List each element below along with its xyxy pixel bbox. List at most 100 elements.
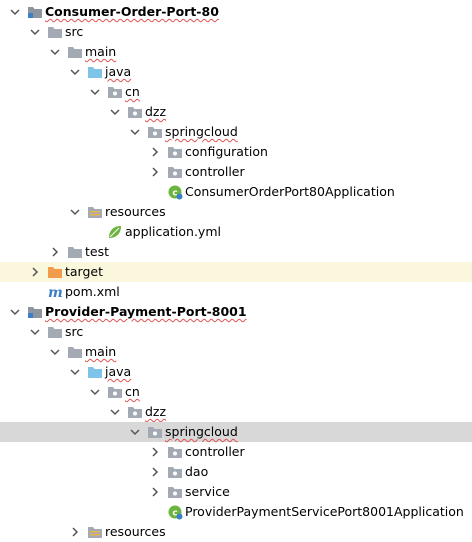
- tree-node-test[interactable]: test: [0, 242, 472, 262]
- tree-node-cn[interactable]: cn: [0, 82, 472, 102]
- chevron-down-icon[interactable]: [109, 406, 121, 418]
- folder-label: java: [105, 64, 132, 79]
- folder-icon: [68, 347, 82, 358]
- chevron-down-icon[interactable]: [49, 46, 61, 58]
- chevron-down-icon[interactable]: [129, 426, 141, 438]
- package-label: dzz: [145, 404, 167, 419]
- chevron-right-icon[interactable]: [29, 266, 41, 278]
- module-icon: [28, 7, 42, 18]
- package-icon: [148, 127, 162, 138]
- folder-label: resources: [105, 524, 166, 539]
- tree-node-dzz[interactable]: dzz: [0, 402, 472, 422]
- folder-label: test: [85, 244, 110, 259]
- chevron-down-icon[interactable]: [69, 206, 81, 218]
- chevron-down-icon[interactable]: [69, 66, 81, 78]
- package-icon: [168, 447, 182, 458]
- package-label: service: [185, 484, 230, 499]
- tree-node-provider-module[interactable]: Provider-Payment-Port-8001: [0, 302, 472, 322]
- folder-label: main: [85, 44, 117, 59]
- class-label: ProviderPaymentServicePort8001Applicatio…: [185, 504, 464, 519]
- folder-label: main: [85, 344, 117, 359]
- tree-node-pom[interactable]: pom.xml: [0, 282, 472, 302]
- source-folder-icon: [88, 367, 102, 378]
- module-label: Provider-Payment-Port-8001: [45, 304, 247, 319]
- tree-node-configuration[interactable]: configuration: [0, 142, 472, 162]
- chevron-right-icon[interactable]: [149, 446, 161, 458]
- tree-node-consumer-module[interactable]: Consumer-Order-Port-80: [0, 2, 472, 22]
- package-label: springcloud: [165, 424, 238, 439]
- package-label: controller: [185, 444, 245, 459]
- tree-node-dzz[interactable]: dzz: [0, 102, 472, 122]
- chevron-down-icon[interactable]: [49, 346, 61, 358]
- package-icon: [148, 427, 162, 438]
- package-icon: [128, 107, 142, 118]
- tree-node-springcloud-selected[interactable]: springcloud: [0, 422, 472, 442]
- folder-label: resources: [105, 204, 166, 219]
- chevron-down-icon[interactable]: [29, 326, 41, 338]
- package-label: cn: [125, 84, 140, 99]
- tree-node-controller[interactable]: controller: [0, 442, 472, 462]
- package-icon: [168, 147, 182, 158]
- chevron-down-icon[interactable]: [89, 386, 101, 398]
- tree-node-resources[interactable]: resources: [0, 522, 472, 542]
- package-label: controller: [185, 164, 245, 179]
- chevron-down-icon[interactable]: [9, 306, 21, 318]
- tree-node-java[interactable]: java: [0, 362, 472, 382]
- chevron-right-icon[interactable]: [149, 486, 161, 498]
- package-icon: [168, 167, 182, 178]
- chevron-right-icon[interactable]: [149, 146, 161, 158]
- module-label: Consumer-Order-Port-80: [45, 4, 219, 19]
- folder-label: target: [65, 264, 104, 279]
- package-label: dao: [185, 464, 209, 479]
- folder-icon: [68, 247, 82, 258]
- chevron-down-icon[interactable]: [89, 86, 101, 98]
- tree-node-main[interactable]: main: [0, 42, 472, 62]
- package-icon: [108, 87, 122, 98]
- tree-node-springcloud[interactable]: springcloud: [0, 122, 472, 142]
- tree-node-src[interactable]: src: [0, 22, 472, 42]
- chevron-down-icon[interactable]: [9, 6, 21, 18]
- chevron-down-icon[interactable]: [29, 26, 41, 38]
- tree-node-src[interactable]: src: [0, 322, 472, 342]
- file-label: application.yml: [125, 224, 221, 239]
- chevron-right-icon[interactable]: [149, 466, 161, 478]
- tree-node-cn[interactable]: cn: [0, 382, 472, 402]
- package-label: cn: [125, 384, 140, 399]
- folder-icon: [48, 327, 62, 338]
- resources-folder-icon: [88, 207, 102, 218]
- package-icon: [168, 487, 182, 498]
- maven-icon: [48, 285, 63, 300]
- tree-node-java[interactable]: java: [0, 62, 472, 82]
- folder-label: src: [65, 324, 84, 339]
- tree-node-dao[interactable]: dao: [0, 462, 472, 482]
- class-label: ConsumerOrderPort80Application: [185, 184, 395, 199]
- chevron-right-icon[interactable]: [69, 526, 81, 538]
- excluded-folder-icon: [48, 267, 62, 278]
- resources-folder-icon: [88, 527, 102, 538]
- tree-node-target[interactable]: target: [0, 262, 472, 282]
- folder-label: src: [65, 24, 84, 39]
- chevron-down-icon[interactable]: [129, 126, 141, 138]
- chevron-right-icon[interactable]: [149, 166, 161, 178]
- folder-icon: [48, 27, 62, 38]
- package-label: springcloud: [165, 124, 238, 139]
- tree-node-resources[interactable]: resources: [0, 202, 472, 222]
- chevron-down-icon[interactable]: [69, 366, 81, 378]
- package-icon: [168, 467, 182, 478]
- chevron-right-icon[interactable]: [49, 246, 61, 258]
- yml-file-icon: [108, 225, 122, 239]
- tree-node-service[interactable]: service: [0, 482, 472, 502]
- file-label: pom.xml: [65, 284, 120, 299]
- package-label: dzz: [145, 104, 167, 119]
- tree-node-provider-app[interactable]: ProviderPaymentServicePort8001Applicatio…: [0, 502, 472, 522]
- tree-node-main[interactable]: main: [0, 342, 472, 362]
- tree-node-consumer-app[interactable]: ConsumerOrderPort80Application: [0, 182, 472, 202]
- tree-node-controller[interactable]: controller: [0, 162, 472, 182]
- folder-label: java: [105, 364, 132, 379]
- module-icon: [28, 307, 42, 318]
- folder-icon: [68, 47, 82, 58]
- package-label: configuration: [185, 144, 268, 159]
- tree-node-application-yml[interactable]: application.yml: [0, 222, 472, 242]
- chevron-down-icon[interactable]: [109, 106, 121, 118]
- spring-boot-class-icon: [168, 185, 183, 200]
